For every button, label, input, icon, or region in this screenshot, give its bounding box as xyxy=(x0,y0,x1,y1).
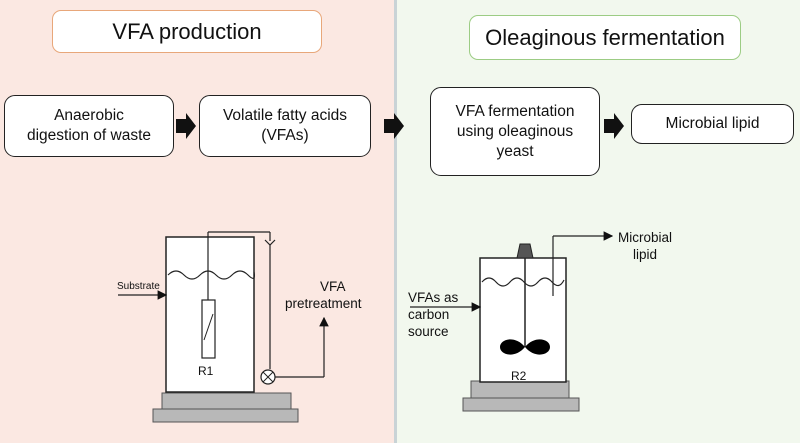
reactor-r2 xyxy=(410,231,614,412)
volatile-fatty-acids-line1: Volatile fatty acids xyxy=(222,107,348,124)
r2-microbial-lipid-line2: lipid xyxy=(632,247,657,262)
vfa-fermentation-line1: VFA fermentation xyxy=(455,102,575,120)
flow-arrow-2 xyxy=(384,113,404,139)
r2-microbial-lipid-label: Microbial lipid xyxy=(615,229,675,263)
r1-insert xyxy=(201,299,216,359)
r2-microbial-lipid-line1: Microbial xyxy=(617,230,672,245)
carbon-source-line3: source xyxy=(408,324,449,339)
anaerobic-digestion-line1: Anaerobic xyxy=(54,107,124,124)
reactor-r1 xyxy=(118,231,329,423)
liquid-surface-r2 xyxy=(481,277,565,287)
carbon-source-line1: VFAs as xyxy=(408,290,459,305)
flow-arrow-3 xyxy=(604,113,624,139)
vfa-fermentation-box: VFA fermentation using oleaginous yeast xyxy=(430,87,600,176)
carbon-source-line2: carbon xyxy=(408,307,450,322)
substrate-label: Substrate xyxy=(117,281,160,292)
reactor-r2-vessel xyxy=(479,257,567,383)
microbial-lipid-box: Microbial lipid xyxy=(631,104,794,144)
vfa-fermentation-line2: using oleaginous xyxy=(456,122,574,140)
volatile-fatty-acids-box: Volatile fatty acids (VFAs) xyxy=(199,95,371,157)
microbial-lipid-label: Microbial lipid xyxy=(665,115,760,132)
vfa-pretreatment-label: VFA pretreatment xyxy=(285,278,378,312)
oleaginous-fermentation-title: Oleaginous fermentation xyxy=(469,15,741,60)
vfa-pretreatment-line2: pretreatment xyxy=(285,296,362,311)
oleaginous-fermentation-panel xyxy=(397,0,800,443)
carbon-source-label: VFAs as carbon source xyxy=(408,289,458,340)
anaerobic-digestion-line2: digestion of waste xyxy=(26,127,152,144)
motor-icon xyxy=(516,243,534,259)
impeller-icon xyxy=(500,339,550,355)
vfa-production-title: VFA production xyxy=(52,10,322,53)
vfa-fermentation-line3: yeast xyxy=(496,142,534,160)
reactor-r2-label: R2 xyxy=(511,369,527,383)
volatile-fatty-acids-line2: (VFAs) xyxy=(261,127,309,144)
panel-divider xyxy=(394,0,397,443)
vfa-pretreatment-line1: VFA xyxy=(320,279,346,294)
reactor-r1-label: R1 xyxy=(198,364,214,378)
anaerobic-digestion-box: Anaerobic digestion of waste xyxy=(4,95,174,157)
flow-arrow-1 xyxy=(176,113,196,139)
liquid-surface-r1 xyxy=(167,270,255,280)
